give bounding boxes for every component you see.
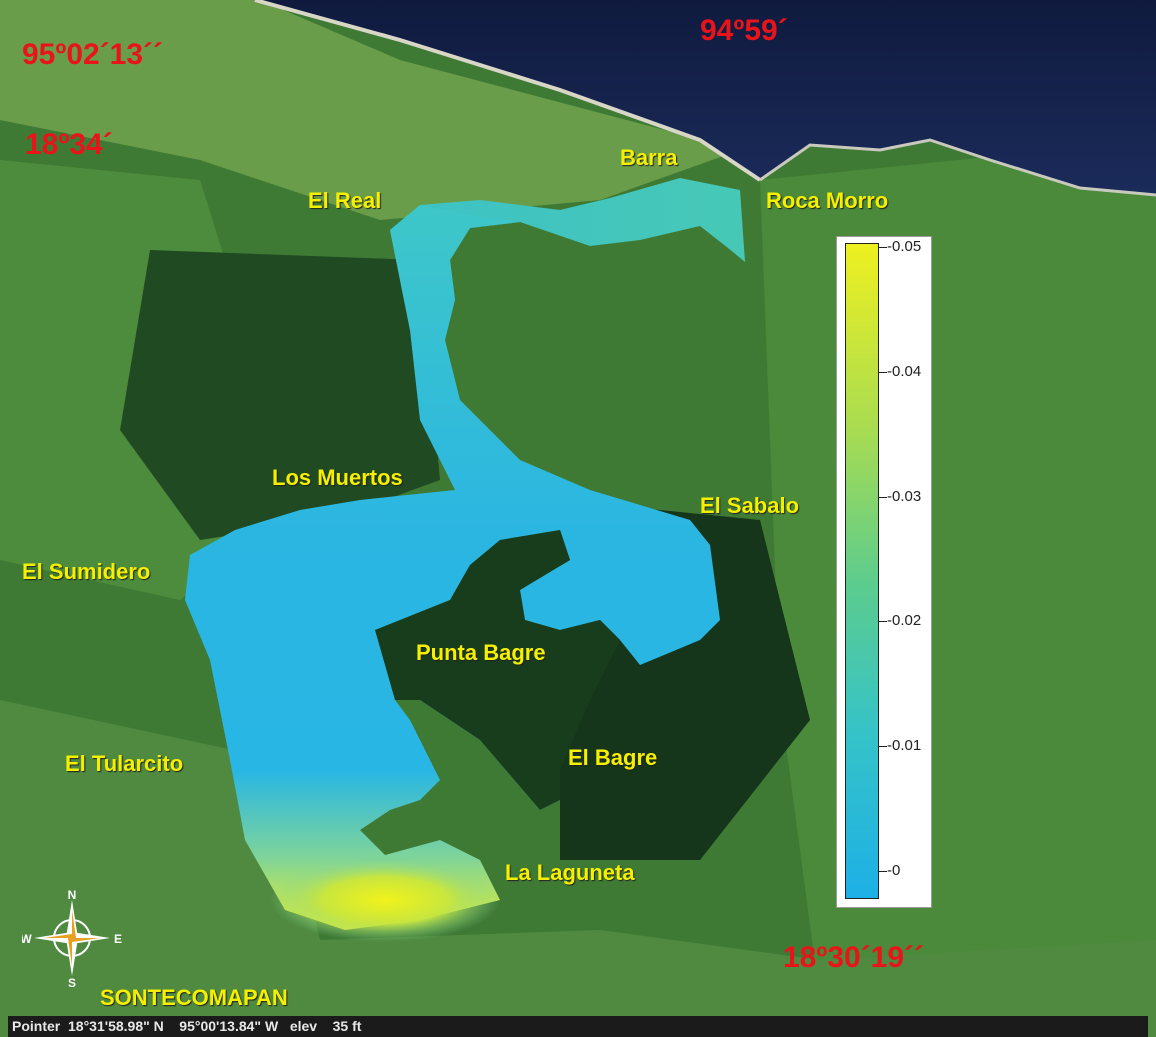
compass-e: E bbox=[114, 932, 122, 946]
punta-bagre-peninsula bbox=[375, 530, 620, 810]
colorbar-tick-label: -0.03 bbox=[887, 487, 922, 505]
place-el-sumidero: El Sumidero bbox=[22, 559, 151, 584]
beach-line bbox=[254, 0, 762, 182]
place-barra: Barra bbox=[620, 145, 678, 170]
colorbar-tick-label: -0.05 bbox=[887, 238, 922, 255]
coord-top-mid-lon: 94º59´ bbox=[700, 14, 788, 47]
place-roca-morro: Roca Morro bbox=[766, 188, 889, 213]
pointer-status-bar: Pointer 18°31'58.98" N 95°00'13.84" W el… bbox=[8, 1016, 1148, 1037]
place-punta-bagre: Punta Bagre bbox=[416, 640, 546, 665]
lagoon-channel bbox=[390, 178, 745, 330]
forest-dark-center bbox=[120, 250, 440, 540]
place-el-bagre: El Bagre bbox=[568, 745, 658, 770]
land-texture-right bbox=[760, 140, 1156, 1000]
place-el-sabalo: El Sabalo bbox=[700, 493, 800, 518]
compass-w: W bbox=[22, 932, 32, 946]
colorbar-gradient bbox=[845, 243, 879, 899]
compass-n: N bbox=[68, 888, 77, 902]
colorbar-tick-mark bbox=[879, 496, 887, 498]
colorbar-legend: -0.05 -0.04 -0.03 -0.02 -0.01 -0 bbox=[836, 236, 932, 908]
colorbar-tick-mark bbox=[879, 621, 887, 623]
land-texture-north bbox=[0, 0, 740, 220]
colorbar-tick-label: -0 bbox=[887, 862, 901, 879]
land-texture-south bbox=[0, 700, 1156, 1037]
coord-top-left-lon: 95º02´13´´ bbox=[22, 38, 164, 71]
colorbar-tick-mark bbox=[879, 371, 887, 373]
colorbar-tick-mark bbox=[879, 871, 887, 872]
lagoon-body bbox=[185, 205, 720, 930]
compass-s: S bbox=[68, 976, 76, 988]
place-el-tularcito: El Tularcito bbox=[65, 751, 184, 776]
place-los-muertos: Los Muertos bbox=[272, 465, 403, 490]
yellow-hotspot bbox=[270, 858, 500, 942]
coord-top-left-lat: 18º34´ bbox=[25, 128, 113, 161]
coord-bottom-right-lat: 18º30´19´´ bbox=[783, 941, 925, 974]
compass-rose-icon: N S W E bbox=[22, 888, 122, 988]
colorbar-tick-mark bbox=[879, 247, 887, 248]
place-el-real: El Real bbox=[308, 188, 382, 213]
colorbar-tick-label: -0.01 bbox=[887, 737, 922, 755]
sea bbox=[255, 0, 1156, 195]
coast-line-east bbox=[759, 138, 1156, 197]
place-sontecomapan: SONTECOMAPAN bbox=[100, 985, 288, 1010]
place-la-laguneta: La Laguneta bbox=[505, 860, 635, 885]
colorbar-tick-mark bbox=[879, 746, 887, 748]
colorbar-tick-label: -0.04 bbox=[887, 362, 922, 380]
colorbar-tick-label: -0.02 bbox=[887, 612, 922, 630]
